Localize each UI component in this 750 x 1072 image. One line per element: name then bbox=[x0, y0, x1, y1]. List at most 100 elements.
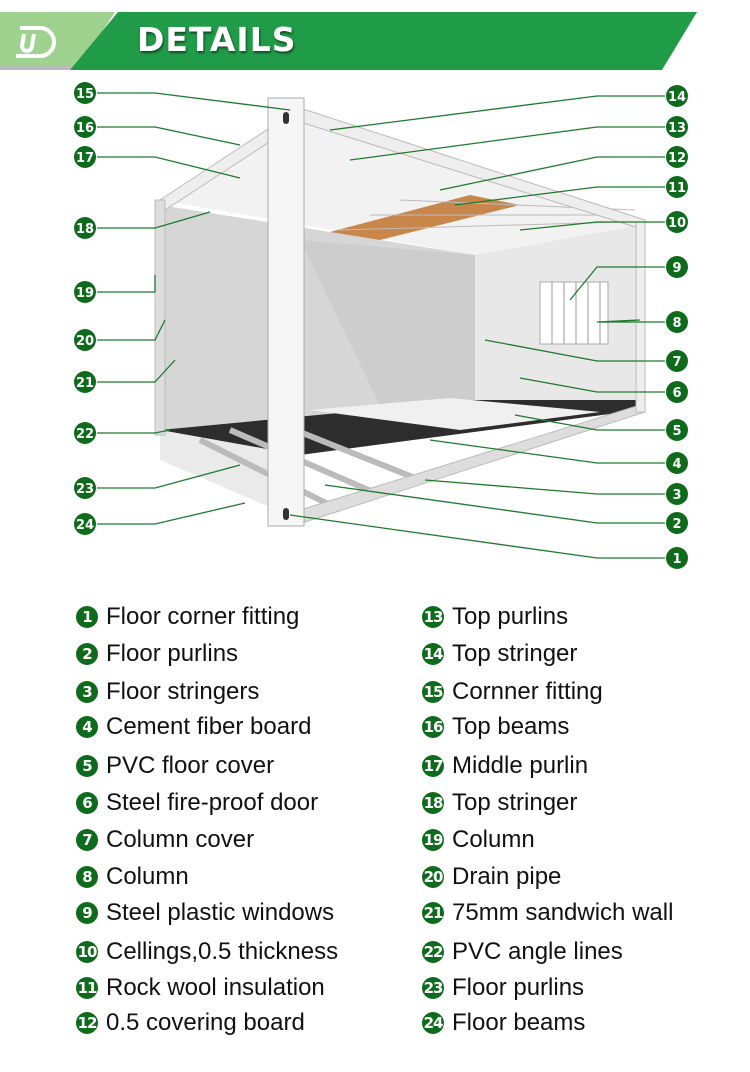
legend-label: Steel plastic windows bbox=[106, 899, 335, 926]
leader-line bbox=[289, 514, 665, 559]
callout-marker bbox=[666, 419, 688, 441]
callout-number: 10 bbox=[668, 216, 686, 231]
legend-number-badge: 20 bbox=[422, 866, 444, 888]
leader-line bbox=[97, 92, 291, 111]
legend-label: Column bbox=[106, 863, 189, 890]
callout-marker bbox=[666, 211, 688, 233]
legend-item: 2 Floor purlins bbox=[76, 640, 238, 668]
legend-number-badge: 7 bbox=[76, 829, 98, 851]
callout-marker bbox=[666, 350, 688, 372]
legend-number-badge: 21 bbox=[422, 902, 444, 924]
callout-marker bbox=[74, 329, 96, 351]
legend-label: Floor purlins bbox=[452, 974, 585, 1001]
legend-number-badge: 2 bbox=[76, 643, 98, 665]
legend-item: 19 Column bbox=[422, 826, 535, 854]
callout-number: 21 bbox=[76, 376, 94, 391]
callout-number: 5 bbox=[672, 424, 681, 439]
callout-number: 9 bbox=[672, 261, 681, 276]
legend-label: Cellings,0.5 thickness bbox=[106, 938, 339, 965]
legend-label: Cement fiber board bbox=[106, 713, 312, 740]
legend-number-badge: 18 bbox=[422, 792, 444, 814]
callout-marker bbox=[666, 256, 688, 278]
callout-marker bbox=[666, 311, 688, 333]
legend-number-badge: 14 bbox=[422, 643, 444, 665]
leader-line bbox=[97, 156, 241, 179]
callout-marker bbox=[74, 217, 96, 239]
callout-number: 13 bbox=[668, 121, 686, 136]
legend-number-badge: 19 bbox=[422, 829, 444, 851]
leader-line bbox=[424, 479, 665, 495]
legend-item: 15 Cornner fitting bbox=[422, 678, 603, 706]
leader-line bbox=[97, 126, 241, 146]
logo-icon bbox=[16, 26, 56, 58]
callout-number: 23 bbox=[76, 482, 94, 497]
leader-line bbox=[429, 439, 665, 464]
legend-number-badge: 12 bbox=[76, 1012, 98, 1034]
callout-marker bbox=[666, 483, 688, 505]
header-banner bbox=[0, 12, 697, 70]
legend-number-badge: 13 bbox=[422, 606, 444, 628]
callout-number: 11 bbox=[668, 181, 686, 196]
callout-marker bbox=[666, 116, 688, 138]
callout-marker bbox=[666, 176, 688, 198]
leader-line bbox=[97, 275, 156, 293]
callout-number: 24 bbox=[76, 518, 94, 533]
callout-marker bbox=[666, 85, 688, 107]
legend-number-badge: 23 bbox=[422, 977, 444, 999]
legend-label: Column bbox=[452, 826, 535, 853]
legend-label: Rock wool insulation bbox=[106, 974, 325, 1001]
legend-label: Cornner fitting bbox=[452, 678, 603, 705]
legend-item: 17 Middle purlin bbox=[422, 752, 588, 780]
legend-item: 13 Top purlins bbox=[422, 603, 568, 631]
legend-item: 10 Cellings,0.5 thickness bbox=[76, 938, 338, 966]
callout-number: 17 bbox=[76, 151, 94, 166]
legend-label: 75mm sandwich wall bbox=[452, 899, 674, 926]
callout-marker bbox=[74, 82, 96, 104]
leader-line bbox=[324, 484, 665, 524]
page-title: DETAILS bbox=[137, 20, 297, 59]
callout-number: 6 bbox=[672, 386, 681, 401]
callout-marker bbox=[666, 381, 688, 403]
leader-line bbox=[439, 156, 665, 191]
legend-label: Floor purlins bbox=[106, 640, 239, 667]
leader-line bbox=[97, 211, 211, 229]
callout-marker bbox=[666, 512, 688, 534]
legend-label: Steel fire-proof door bbox=[106, 789, 319, 816]
leader-line bbox=[484, 339, 665, 362]
callout-number: 8 bbox=[672, 316, 681, 331]
legend-label: Floor beams bbox=[452, 1009, 586, 1036]
legend-number-badge: 10 bbox=[76, 941, 98, 963]
leader-line bbox=[514, 414, 665, 431]
callout-marker bbox=[666, 146, 688, 168]
callout-number: 15 bbox=[76, 87, 94, 102]
legend-number-badge: 15 bbox=[422, 681, 444, 703]
legend-number-badge: 3 bbox=[76, 681, 98, 703]
callout-number: 7 bbox=[672, 355, 681, 370]
callout-number: 19 bbox=[76, 286, 94, 301]
legend-number-badge: 16 bbox=[422, 716, 444, 738]
leader-line bbox=[519, 377, 665, 393]
callout-number: 16 bbox=[76, 121, 94, 136]
leader-line bbox=[97, 464, 241, 489]
legend-label: Middle purlin bbox=[452, 752, 589, 779]
leader-line bbox=[97, 502, 246, 525]
legend-number-badge: 22 bbox=[422, 941, 444, 963]
callout-marker bbox=[74, 477, 96, 499]
legend-label: 0.5 covering board bbox=[106, 1009, 305, 1036]
callout-marker bbox=[74, 146, 96, 168]
legend-label: Floor corner fitting bbox=[106, 603, 300, 630]
legend-number-badge: 17 bbox=[422, 755, 444, 777]
legend-label: Top purlins bbox=[452, 603, 569, 630]
callout-marker bbox=[666, 452, 688, 474]
legend-number-badge: 9 bbox=[76, 902, 98, 924]
